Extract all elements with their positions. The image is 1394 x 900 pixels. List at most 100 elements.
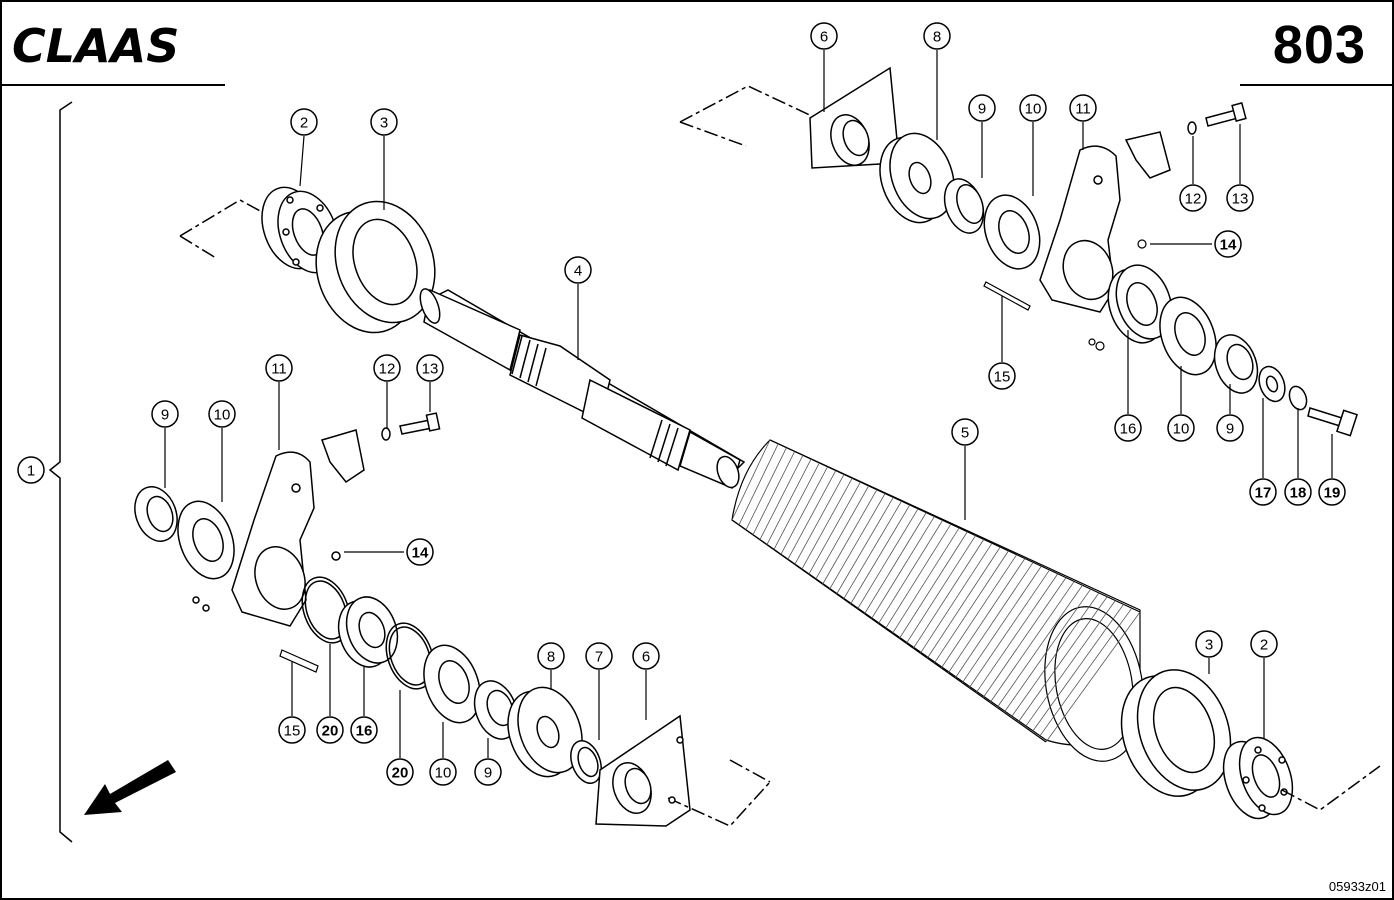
callout-c16a: 16 bbox=[1114, 414, 1142, 442]
callout-circle bbox=[585, 642, 613, 670]
callout-circle bbox=[429, 758, 457, 786]
part-disc-8-top bbox=[879, 132, 955, 224]
callout-circle bbox=[1167, 414, 1195, 442]
callout-c11b: 11 bbox=[265, 354, 293, 382]
callout-circle bbox=[968, 94, 996, 122]
part-flange-10-top-right bbox=[1159, 296, 1217, 376]
callout-number: 10 bbox=[1025, 101, 1042, 118]
callout-circle bbox=[406, 538, 434, 566]
callout-c3a: 3 bbox=[370, 108, 398, 136]
callout-number: 15 bbox=[284, 723, 301, 740]
callout-number: 6 bbox=[820, 29, 828, 46]
callout-number: 11 bbox=[271, 361, 287, 378]
callout-c2a: 2 bbox=[290, 108, 318, 136]
callout-circle bbox=[810, 22, 838, 50]
callout-number: 5 bbox=[961, 425, 969, 442]
part-shaft bbox=[419, 288, 746, 490]
part-bearing-16-left bbox=[337, 596, 399, 668]
callout-number: 19 bbox=[1324, 485, 1341, 502]
callout-c19: 19 bbox=[1318, 478, 1346, 506]
callout-number: 4 bbox=[574, 263, 582, 280]
callout-number: 9 bbox=[484, 765, 492, 782]
callout-number: 6 bbox=[642, 649, 650, 666]
callout-c10d: 10 bbox=[429, 758, 457, 786]
callout-circle bbox=[151, 400, 179, 428]
part-oring-20-right bbox=[385, 622, 435, 690]
callout-c13b: 13 bbox=[416, 354, 444, 382]
part-ring-bottom-right bbox=[1120, 669, 1232, 797]
callout-c10c: 10 bbox=[208, 400, 236, 428]
callout-c4: 4 bbox=[564, 256, 592, 284]
callout-circle bbox=[416, 354, 444, 382]
part-arm-11-top bbox=[1039, 131, 1171, 313]
callout-circle bbox=[951, 418, 979, 446]
callout-number: 9 bbox=[1226, 421, 1234, 438]
callout-number: 8 bbox=[933, 29, 941, 46]
part-ring-18 bbox=[1288, 385, 1308, 411]
callout-c5: 5 bbox=[951, 418, 979, 446]
part-flange-bottom-right bbox=[1222, 736, 1381, 820]
part-flange-10-top bbox=[983, 194, 1041, 270]
callout-number: 3 bbox=[380, 115, 388, 132]
callout-circle bbox=[1216, 414, 1244, 442]
callout-c7: 7 bbox=[585, 642, 613, 670]
callout-number: 10 bbox=[435, 765, 452, 782]
callout-number: 11 bbox=[1075, 101, 1091, 118]
part-cover-plate-top-right bbox=[679, 66, 899, 169]
part-flange-10-left bbox=[177, 500, 235, 580]
callout-number: 12 bbox=[379, 361, 396, 378]
callout-circle bbox=[208, 400, 236, 428]
callout-circle bbox=[988, 362, 1016, 390]
callout-c16b: 16 bbox=[350, 716, 378, 744]
callout-circle bbox=[1226, 184, 1254, 212]
leader-lines bbox=[164, 50, 1333, 758]
callout-number: 8 bbox=[547, 649, 555, 666]
callout-number: 18 bbox=[1290, 485, 1307, 502]
callout-circle bbox=[1250, 630, 1278, 658]
callout-number: 20 bbox=[392, 765, 409, 782]
callout-c8b: 8 bbox=[537, 642, 565, 670]
part-oring-20-left bbox=[301, 576, 351, 644]
part-bolt-13-top bbox=[1187, 102, 1247, 135]
callout-circle bbox=[265, 354, 293, 382]
callout-circle bbox=[17, 456, 45, 484]
claas-logo: CLAAS bbox=[12, 22, 179, 68]
callout-circle bbox=[632, 642, 660, 670]
callout-circle bbox=[1214, 230, 1242, 258]
callout-circle bbox=[350, 716, 378, 744]
callout-circle bbox=[1195, 630, 1223, 658]
callout-number: 10 bbox=[1173, 421, 1190, 438]
callout-c15a: 15 bbox=[988, 362, 1016, 390]
callout-circle bbox=[1114, 414, 1142, 442]
callout-c11a: 11 bbox=[1069, 94, 1097, 122]
callout-number: 7 bbox=[595, 649, 603, 666]
callout-c15b: 15 bbox=[278, 716, 306, 744]
callout-circle bbox=[1019, 94, 1047, 122]
callout-c12b: 12 bbox=[373, 354, 401, 382]
callout-number: 15 bbox=[994, 369, 1011, 386]
part-seal-9-top bbox=[943, 178, 985, 234]
callout-c6a: 6 bbox=[810, 22, 838, 50]
part-ring-top-left bbox=[315, 200, 436, 334]
callout-c20b: 20 bbox=[386, 758, 414, 786]
callout-circle bbox=[1318, 478, 1346, 506]
direction-arrow-icon bbox=[84, 760, 176, 815]
callout-circle bbox=[370, 108, 398, 136]
callout-c10b: 10 bbox=[1167, 414, 1195, 442]
callout-circle bbox=[537, 642, 565, 670]
callout-number: 12 bbox=[1185, 191, 1202, 208]
callout-number: 13 bbox=[422, 361, 439, 378]
callout-number: 14 bbox=[1220, 237, 1237, 254]
callout-c9a: 9 bbox=[968, 94, 996, 122]
callout-c12a: 12 bbox=[1179, 184, 1207, 212]
assembly-bracket bbox=[48, 101, 73, 843]
callout-c6b: 6 bbox=[632, 642, 660, 670]
callout-circle bbox=[1069, 94, 1097, 122]
callout-circle bbox=[316, 716, 344, 744]
part-arm-11-left bbox=[192, 429, 365, 627]
part-screw-15-left bbox=[279, 649, 319, 673]
callout-circle bbox=[1249, 478, 1277, 506]
callout-number: 3 bbox=[1205, 637, 1213, 654]
part-bolt-19 bbox=[1307, 407, 1359, 437]
